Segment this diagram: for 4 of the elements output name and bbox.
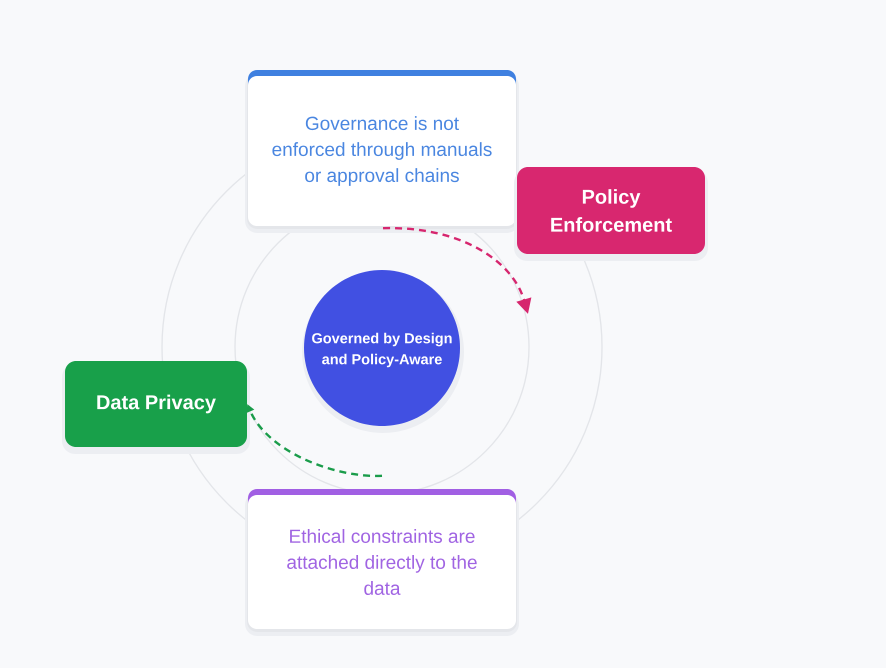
- label-box: Policy Enforcement: [514, 167, 708, 261]
- label-box: Data Privacy: [62, 361, 250, 454]
- text-card: Ethical constraints are attached directly to the data: [245, 489, 519, 636]
- text-card: Governance is not enforced through manuals or approval chains: [245, 70, 519, 233]
